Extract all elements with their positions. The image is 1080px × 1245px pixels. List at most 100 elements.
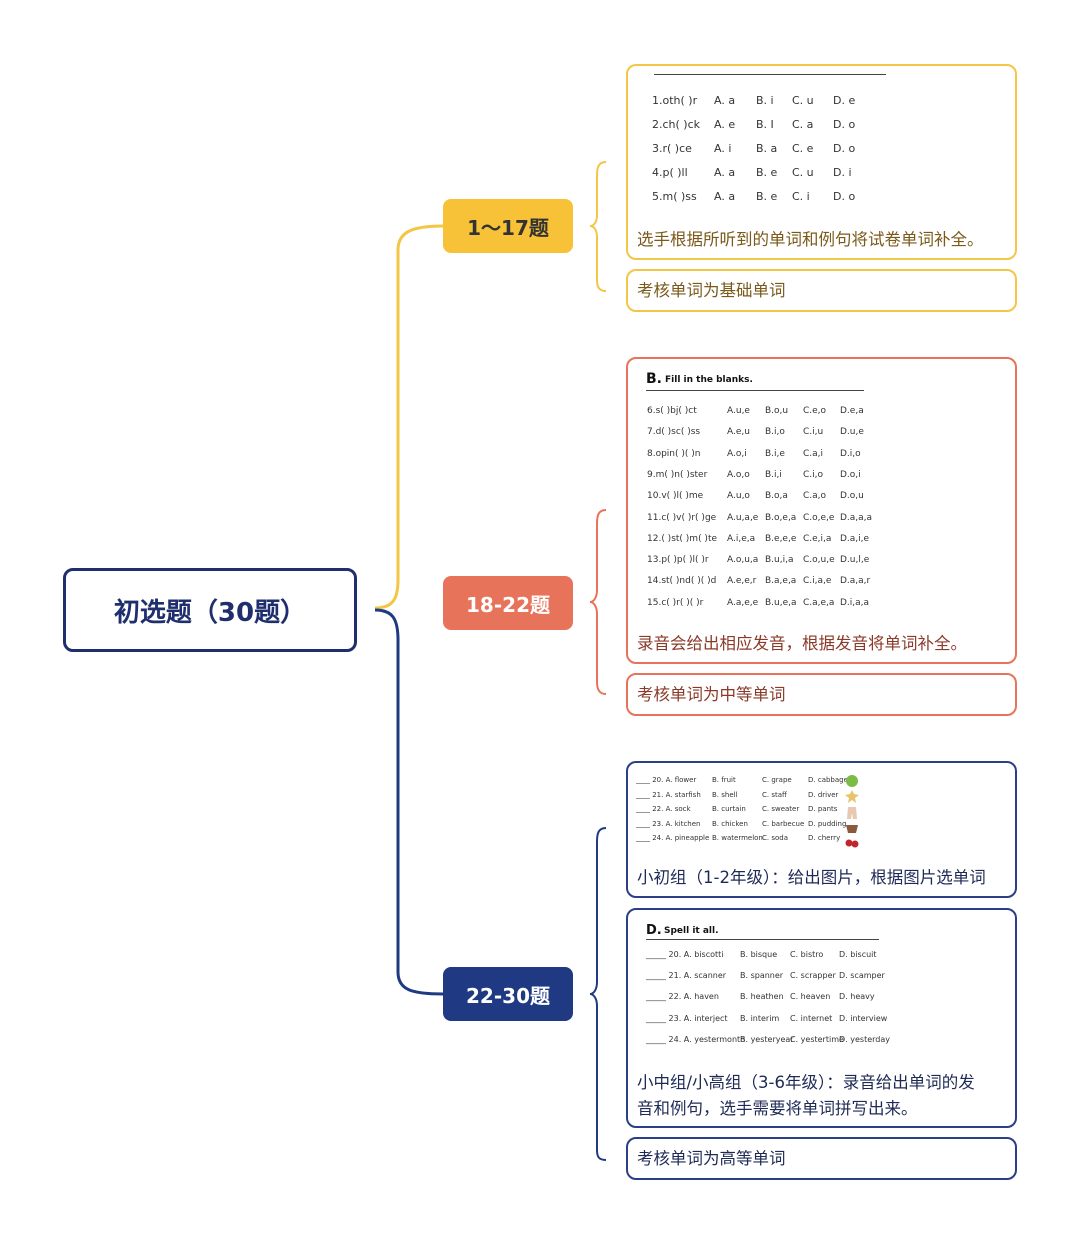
question-text: _____ 21. A. scanner xyxy=(646,971,726,980)
branch-label: 18-22题 xyxy=(466,589,550,618)
branch-label: 1～17题 xyxy=(467,212,549,241)
exercise-row: 13.p( )p( )l( )rA.o,u,aB.u,i,aC.o,u,eD.u… xyxy=(647,555,1007,576)
card-caption: 录音会给出相应发音，根据发音将单词补全。 xyxy=(637,631,967,657)
option-text: D. yesterday xyxy=(839,1035,890,1044)
option-text: B.u,i,a xyxy=(765,555,793,565)
option-text: B. interim xyxy=(740,1014,779,1023)
option-text: B.o,a xyxy=(765,491,788,501)
option-text: B. bisque xyxy=(740,950,777,959)
question-text: 9.m( )n( )ster xyxy=(647,470,707,480)
question-text: 15.c( )r( )( )r xyxy=(647,598,703,608)
option-text: D.e,a xyxy=(840,406,864,416)
option-text: B.o,u xyxy=(765,406,788,416)
branch-22-30[interactable]: 22-30题 xyxy=(443,967,573,1021)
option-text: B.a,e,a xyxy=(765,576,796,586)
option-text: B.i,e xyxy=(765,449,785,459)
note-text: 考核单词为基础单词 xyxy=(637,278,786,304)
starfish-icon xyxy=(845,790,859,803)
option-text: B. a xyxy=(756,142,777,155)
option-text: B.u,e,a xyxy=(765,598,797,608)
option-text: B. yesteryear xyxy=(740,1035,794,1044)
option-text: D.u,l,e xyxy=(840,555,869,565)
exercise-row: 4.p( )llA. aB. eC. uD. i xyxy=(652,166,992,190)
root-node[interactable]: 初选题（30题） xyxy=(63,568,357,652)
exercise-header-text: Fill in the blanks. xyxy=(665,375,753,385)
bracket-orange xyxy=(590,510,606,694)
question-text: 6.s( )bj( )ct xyxy=(647,406,697,416)
option-text: D. pudding xyxy=(808,820,846,828)
exercise-row: 14.st( )nd( )( )dA.e,e,rB.a,e,aC.i,a,eD.… xyxy=(647,576,1007,597)
option-text: C. i xyxy=(792,190,810,203)
question-text: 12.( )st( )m( )te xyxy=(647,534,717,544)
option-text: D.o,i xyxy=(840,470,861,480)
option-text: D. biscuit xyxy=(839,950,877,959)
divider xyxy=(646,939,879,940)
question-text: _____ 24. A. yestermonth xyxy=(646,1035,745,1044)
option-text: D. e xyxy=(833,94,855,107)
question-text: ____ 21. A. starfish xyxy=(636,791,701,799)
cabbage-icon xyxy=(846,775,858,787)
option-text: C. e xyxy=(792,142,813,155)
exercise-row: 15.c( )r( )( )rA.a,e,eB.u,e,aC.a,e,aD.i,… xyxy=(647,598,1007,619)
option-text: A.o,u,a xyxy=(727,555,758,565)
exercise-row: _____ 21. A. scannerB. spannerC. scrappe… xyxy=(646,971,1006,992)
option-text: C.i,u xyxy=(803,427,823,437)
branch-1-17[interactable]: 1～17题 xyxy=(443,199,573,253)
card-note-basic[interactable]: 考核单词为基础单词 xyxy=(626,269,1017,312)
option-text: B.i,i xyxy=(765,470,782,480)
option-text: C.i,a,e xyxy=(803,576,831,586)
option-text: A.e,e,r xyxy=(727,576,756,586)
branch-18-22[interactable]: 18-22题 xyxy=(443,576,573,630)
option-text: B. e xyxy=(756,190,777,203)
card-caption-line-1: 小中组/小高组（3-6年级）：录音给出单词的发 xyxy=(637,1070,975,1096)
option-text: C.i,o xyxy=(803,470,823,480)
option-text: C.a,i xyxy=(803,449,823,459)
question-text: 2.ch( )ck xyxy=(652,118,700,131)
question-text: 11.c( )v( )r( )ge xyxy=(647,513,716,523)
option-text: C. heaven xyxy=(790,992,830,1001)
option-text: A.u,a,e xyxy=(727,513,758,523)
option-text: D. scamper xyxy=(839,971,885,980)
option-text: B. shell xyxy=(712,791,738,799)
option-text: A.e,u xyxy=(727,427,750,437)
bracket-yellow xyxy=(590,162,606,291)
option-text: B.o,e,a xyxy=(765,513,796,523)
question-text: 8.opin( )( )n xyxy=(647,449,700,459)
option-text: B. I xyxy=(756,118,774,131)
option-text: A.u,o xyxy=(727,491,750,501)
option-text: A.a,e,e xyxy=(727,598,758,608)
pants-icon xyxy=(847,807,857,819)
card-note-advanced[interactable]: 考核单词为高等单词 xyxy=(626,1137,1017,1180)
option-text: C.o,e,e xyxy=(803,513,834,523)
option-text: B. watermelon xyxy=(712,834,763,842)
option-text: A. e xyxy=(714,118,735,131)
question-text: 5.m( )ss xyxy=(652,190,697,203)
bracket-navy xyxy=(590,828,606,1160)
note-text: 考核单词为高等单词 xyxy=(637,1146,786,1172)
option-text: C.e,o xyxy=(803,406,826,416)
option-text: C. staff xyxy=(762,791,787,799)
option-text: A.o,o xyxy=(727,470,750,480)
connector-navy xyxy=(375,610,443,994)
question-text: 3.r( )ce xyxy=(652,142,692,155)
option-text: B. heathen xyxy=(740,992,784,1001)
option-text: C.o,u,e xyxy=(803,555,835,565)
option-text: D.i,o xyxy=(840,449,861,459)
question-text: 1.oth( )r xyxy=(652,94,697,107)
exercise-row: ____ 23. A. kitchenB. chickenC. barbecue… xyxy=(636,820,856,835)
card-note-medium[interactable]: 考核单词为中等单词 xyxy=(626,673,1017,716)
